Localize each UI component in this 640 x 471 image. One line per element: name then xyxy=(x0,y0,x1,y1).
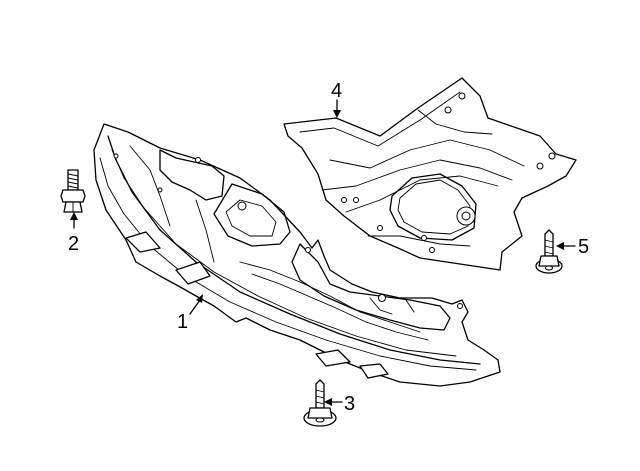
rear-shield-panel-part[interactable] xyxy=(283,77,577,271)
splash-shield-part[interactable] xyxy=(93,123,501,387)
screw-part-5[interactable] xyxy=(535,229,563,274)
callout-number-1: 1 xyxy=(177,311,188,333)
callout-number-4: 4 xyxy=(331,80,342,102)
callout-leader-1 xyxy=(189,294,203,315)
callout-number-2: 2 xyxy=(68,233,79,255)
callout-number-5: 5 xyxy=(578,236,589,258)
callout-leader-2 xyxy=(70,212,78,229)
callout-leader-4 xyxy=(333,99,341,118)
callout-leader-5 xyxy=(556,242,576,250)
callout-leader-3 xyxy=(324,398,343,406)
callout-number-3: 3 xyxy=(344,393,355,415)
bolt-part-2[interactable] xyxy=(60,169,86,213)
screw-part-3[interactable] xyxy=(303,379,337,427)
